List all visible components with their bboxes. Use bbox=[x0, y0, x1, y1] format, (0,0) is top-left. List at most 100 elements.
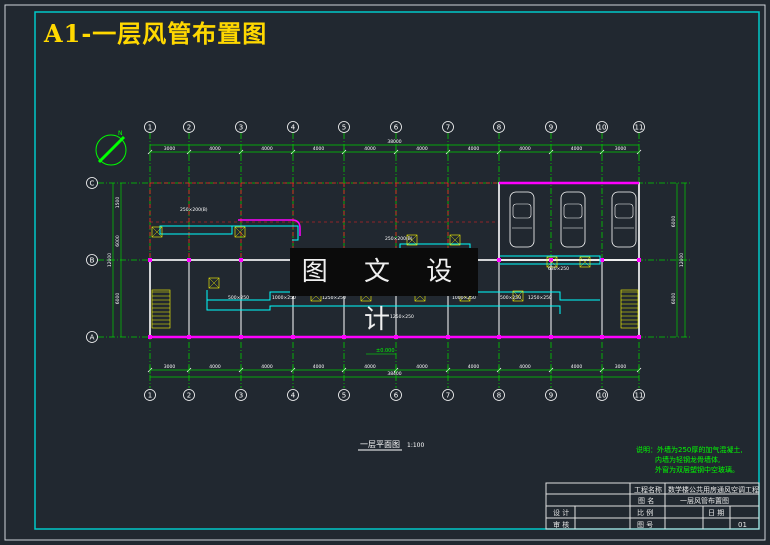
stair-icon bbox=[620, 289, 639, 329]
tb-sheet-value: 01 bbox=[738, 521, 747, 529]
dimension-label: 4000 bbox=[519, 146, 531, 152]
dimension-label: 6000 bbox=[115, 293, 121, 305]
axis-number-top: 2 bbox=[187, 124, 191, 132]
tb-check-label: 审 核 bbox=[553, 520, 569, 529]
dimension-label: 4000 bbox=[261, 146, 273, 152]
axis-number-bottom: 7 bbox=[446, 392, 450, 400]
dimension-label: 6000 bbox=[671, 293, 677, 305]
car-icon bbox=[611, 191, 637, 248]
axis-bubble bbox=[390, 389, 402, 401]
tb-drawing-label: 图 名 bbox=[638, 496, 654, 505]
supply-riser bbox=[238, 219, 301, 236]
dimension-label: 4000 bbox=[364, 146, 376, 152]
dimension-label: 4000 bbox=[519, 364, 531, 370]
axis-bubble bbox=[338, 121, 350, 133]
duct-size-label: 500×250 bbox=[228, 295, 249, 301]
dimension-total: 12000 bbox=[107, 253, 113, 267]
tb-design-label: 设 计 bbox=[553, 508, 569, 517]
axis-number-bottom: 11 bbox=[635, 392, 644, 400]
axis-bubble bbox=[545, 389, 557, 401]
north-arrow-icon: N bbox=[95, 130, 127, 166]
axis-bubble bbox=[545, 121, 557, 133]
tb-date-label: 日 期 bbox=[708, 509, 724, 517]
axis-bubble bbox=[183, 121, 195, 133]
dimension-label: 3000 bbox=[615, 146, 627, 152]
axis-bubble bbox=[442, 121, 454, 133]
drawing-title: A1-一层风管布置图 bbox=[44, 19, 268, 48]
dimension-label: 4000 bbox=[209, 364, 221, 370]
duct-size-label: 1000×250 bbox=[272, 295, 296, 301]
axis-number-top: 9 bbox=[549, 124, 553, 132]
axis-bubble bbox=[442, 389, 454, 401]
dimension-label: 4000 bbox=[209, 146, 221, 152]
car-icon bbox=[509, 191, 535, 248]
duct-size-label: 250×200(B) bbox=[180, 207, 208, 213]
duct-size-label: 1250×250 bbox=[390, 314, 414, 320]
dimensions: 3000 4000 4000 4000 4000 4000 4000 4000 4000 3000… bbox=[107, 139, 686, 378]
duct-size-label: 1000×250 bbox=[452, 295, 476, 301]
axis-number-top: 4 bbox=[291, 124, 296, 132]
axis-bubble bbox=[86, 177, 98, 189]
axis-bubble bbox=[633, 121, 645, 133]
dimension-label: 4000 bbox=[313, 146, 325, 152]
axis-number-top: 7 bbox=[446, 124, 450, 132]
stair-icon bbox=[151, 289, 171, 329]
dimension-label: 4000 bbox=[313, 364, 325, 370]
diffuser-icon bbox=[546, 256, 558, 268]
dimension-label: 4000 bbox=[571, 364, 583, 370]
axis-bubble bbox=[287, 121, 299, 133]
branch-duct-mid bbox=[232, 225, 299, 241]
dimension-label: 3000 bbox=[164, 364, 176, 370]
duct-size-label: 250×200(B) bbox=[385, 236, 413, 242]
tb-project-value: 数学楼公共用房通风空调工程 bbox=[668, 485, 759, 494]
main-duct-lower bbox=[206, 300, 561, 314]
axis-bubble bbox=[235, 121, 247, 133]
outer-border bbox=[4, 4, 766, 541]
svg-text:N: N bbox=[118, 130, 123, 137]
axis-bubble bbox=[338, 389, 350, 401]
dimension-label: 4000 bbox=[468, 146, 480, 152]
axis-number-top: 3 bbox=[239, 124, 243, 132]
plan-title: 一层平面图 bbox=[360, 440, 400, 449]
axis-bubble bbox=[493, 121, 505, 133]
dimension-label: 4000 bbox=[261, 364, 273, 370]
axis-bubble bbox=[633, 389, 645, 401]
dimension-label: 3000 bbox=[164, 146, 176, 152]
dimension-label: 4000 bbox=[364, 364, 376, 370]
dimension-label: 3000 bbox=[615, 364, 627, 370]
dimension-label: 4000 bbox=[416, 146, 428, 152]
garage-wall bbox=[498, 182, 640, 261]
duct-layout: 250×200(B) 250×200(B) 500×250 1000×250 1250×… bbox=[151, 207, 601, 320]
dimension-label: 6000 bbox=[115, 235, 121, 247]
axis-bubble bbox=[86, 254, 98, 266]
axis-bubble bbox=[144, 121, 156, 133]
axis-letter: B bbox=[90, 257, 95, 265]
axis-number-top: 5 bbox=[342, 124, 346, 132]
axis-bubble bbox=[235, 389, 247, 401]
note-line-1: 说明：外墙为250厚的加气混凝土, bbox=[636, 445, 743, 454]
axis-number-bottom: 5 bbox=[342, 392, 346, 400]
title-block: 工程名称 数学楼公共用房通风空调工程 图 名 一层风管布置图 设 计 审 核 比… bbox=[545, 482, 760, 530]
axis-number-top: 6 bbox=[394, 124, 399, 132]
axis-number-bottom: 3 bbox=[239, 392, 243, 400]
dimension-label: 4000 bbox=[468, 364, 480, 370]
axis-bubble bbox=[183, 389, 195, 401]
diffuser-icon bbox=[208, 277, 220, 289]
axis-number-bottom: 6 bbox=[394, 392, 399, 400]
elevation-label: ±0.000 bbox=[376, 348, 395, 354]
duct-size-label: 500×250 bbox=[500, 295, 521, 301]
diffuser-icon bbox=[406, 234, 418, 246]
axis-number-bottom: 2 bbox=[187, 392, 191, 400]
dimension-label: 6000 bbox=[671, 216, 677, 228]
duct-size-label: 1250×250 bbox=[322, 295, 346, 301]
duct-size-label: 630×250 bbox=[548, 266, 569, 272]
axis-letter: C bbox=[90, 180, 95, 188]
diffuser-icon bbox=[151, 226, 163, 238]
axis-number-bottom: 1 bbox=[148, 392, 152, 400]
plan-scale: 1:100 bbox=[407, 442, 424, 449]
branch-duct-left bbox=[159, 225, 233, 235]
dimension-label: 1500 bbox=[115, 197, 121, 209]
dimension-total: 12000 bbox=[679, 253, 685, 267]
axis-number-top: 8 bbox=[497, 124, 501, 132]
